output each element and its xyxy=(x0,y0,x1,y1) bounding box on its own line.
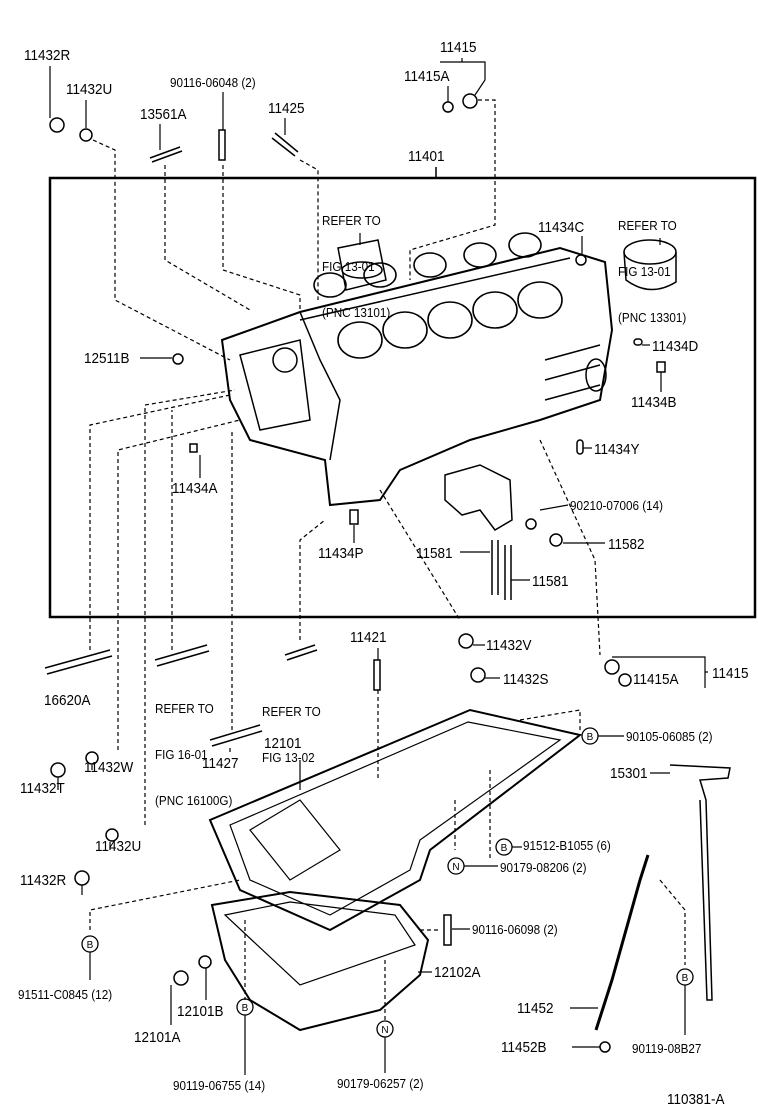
reference-line: FIG 13-01 xyxy=(322,259,375,274)
bearing-cap-drawing xyxy=(444,464,513,531)
part-label: 11415 xyxy=(440,39,477,56)
part-label: 11434B xyxy=(631,394,677,411)
part-label: 11432S xyxy=(503,671,549,688)
marker-n xyxy=(447,857,465,875)
marker-b xyxy=(676,968,694,986)
marker-b xyxy=(581,727,599,745)
reference-note: REFER TO FIG 13-02 xyxy=(262,674,321,781)
part-label: 11432U xyxy=(66,81,113,98)
diagram-id: 110381-A xyxy=(667,1091,725,1108)
part-label: 11434A xyxy=(172,480,218,497)
part-label: 11582 xyxy=(608,536,645,553)
part-label: 11432R xyxy=(24,47,71,64)
marker-b xyxy=(81,935,99,953)
reference-line: FIG 13-02 xyxy=(262,750,315,765)
part-label: 12511B xyxy=(84,350,130,367)
dashed-leaders xyxy=(89,99,686,1020)
small-parts xyxy=(44,93,666,1053)
reference-line: (PNC 13301) xyxy=(618,310,687,325)
part-label: 16620A xyxy=(44,692,91,709)
part-label: 11434P xyxy=(318,545,364,562)
part-label: 11581 xyxy=(532,573,569,590)
part-label: 11415A xyxy=(404,68,450,85)
part-label: 90210-07006 (14) xyxy=(570,498,664,513)
part-label: 91512-B1055 (6) xyxy=(523,838,611,853)
part-label: 90116-06048 (2) xyxy=(170,75,256,90)
marker-b-text: B xyxy=(242,1003,249,1014)
part-label: 12101A xyxy=(134,1029,181,1046)
part-label: 90119-08B27 xyxy=(632,1041,702,1056)
marker-b-text: B xyxy=(501,843,508,854)
marker-b-text: B xyxy=(587,732,594,743)
oil-pan-upper-drawing xyxy=(208,708,583,932)
reference-line: (PNC 13101) xyxy=(322,305,391,320)
marker-b-text: B xyxy=(682,973,689,984)
part-label: 91511-C0845 (12) xyxy=(18,987,113,1002)
part-label: 12101B xyxy=(177,1003,224,1020)
reference-line: REFER TO xyxy=(155,701,214,716)
marker-b-text: B xyxy=(87,940,94,951)
part-label: 11452 xyxy=(517,1000,554,1017)
piston-right-drawing xyxy=(623,239,677,291)
part-label: 11434D xyxy=(652,338,699,355)
marker-b xyxy=(236,998,254,1016)
part-label: 12101 xyxy=(264,735,302,752)
part-label: 90105-06085 (2) xyxy=(626,729,713,744)
part-label: 90116-06098 (2) xyxy=(472,922,558,937)
marker-n-text: N xyxy=(452,862,459,873)
part-label: 11432V xyxy=(486,637,532,654)
reference-line: (PNC 16100G) xyxy=(155,793,233,808)
part-label: 12102A xyxy=(434,964,481,981)
part-label: 11427 xyxy=(202,755,239,772)
solid-leaders xyxy=(49,58,708,1075)
reference-line: FIG 13-01 xyxy=(618,264,671,279)
dipstick-drawing xyxy=(594,764,731,1031)
reference-note: REFER TO FIG 13-01 (PNC 13301) xyxy=(618,188,686,341)
part-label: 11432R xyxy=(20,872,67,889)
marker-n xyxy=(376,1020,394,1038)
part-label: 13561A xyxy=(140,106,187,123)
part-label: 11432W xyxy=(84,759,134,776)
part-label: 90119-06755 (14) xyxy=(173,1078,266,1093)
part-label: 15301 xyxy=(610,765,648,782)
part-label: 11581 xyxy=(416,545,453,562)
part-label: 11434C xyxy=(538,219,585,236)
part-label: 11425 xyxy=(268,100,305,117)
part-label: 11421 xyxy=(350,629,387,646)
part-label: 11432U xyxy=(95,838,142,855)
part-label: 11432T xyxy=(20,780,65,797)
marker-n-text: N xyxy=(381,1025,388,1036)
reference-note: REFER TO FIG 13-01 (PNC 13101) xyxy=(322,183,390,336)
part-label: 90179-08206 (2) xyxy=(500,860,587,875)
part-label: 11415A xyxy=(633,671,679,688)
cylinder-block-drawing xyxy=(220,232,614,507)
reference-line: REFER TO xyxy=(262,704,321,719)
cylinder-block-frame xyxy=(48,176,757,619)
part-label: 11452B xyxy=(501,1039,547,1056)
piston-left-drawing xyxy=(337,239,387,291)
part-label: 90179-06257 (2) xyxy=(337,1076,424,1091)
frame-label: 11401 xyxy=(408,148,445,165)
part-label: 11415 xyxy=(712,665,749,682)
reference-line: REFER TO xyxy=(322,213,381,228)
bolts-drawing xyxy=(491,540,512,600)
part-label: 11434Y xyxy=(594,441,640,458)
reference-note: REFER TO FIG 16-01 (PNC 16100G) xyxy=(155,671,232,824)
marker-b xyxy=(495,838,513,856)
oil-pan-lower-drawing xyxy=(210,890,430,1032)
reference-line: FIG 16-01 xyxy=(155,747,208,762)
reference-line: REFER TO xyxy=(618,218,677,233)
